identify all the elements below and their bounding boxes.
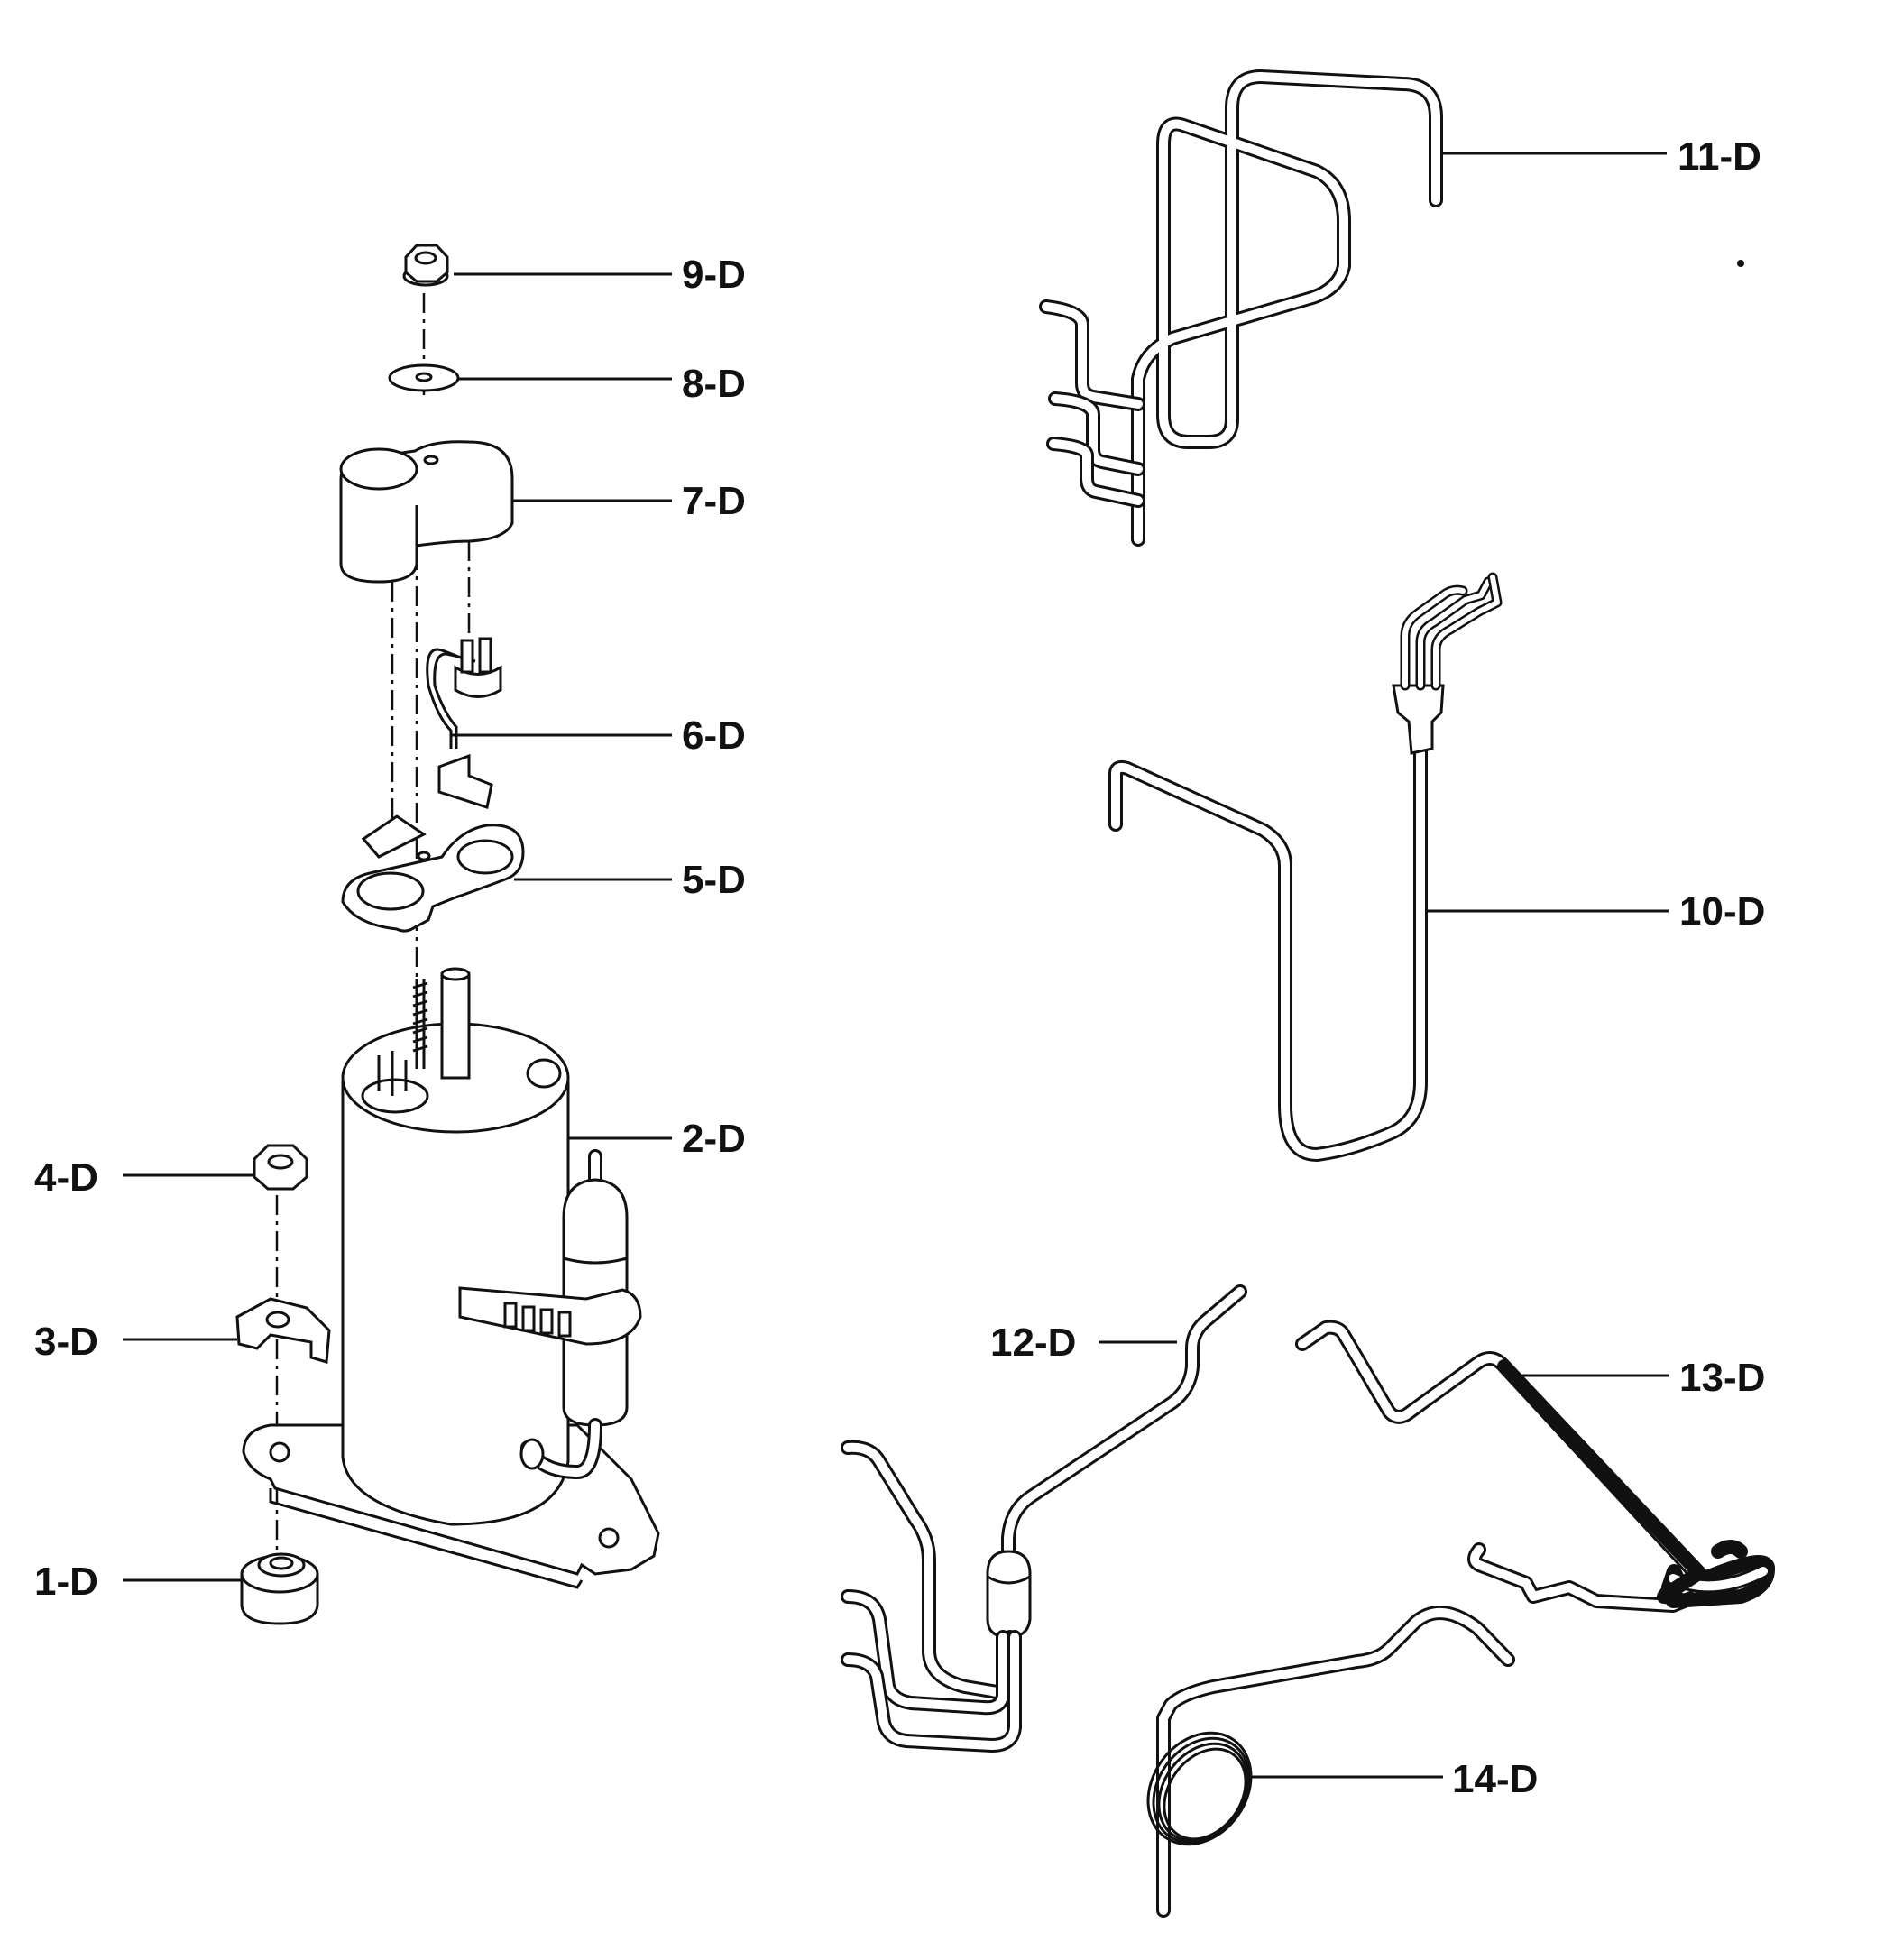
hex-nut-part bbox=[253, 1144, 308, 1191]
part-label-12: 12-D bbox=[990, 1320, 1076, 1365]
part-label-6: 6-D bbox=[682, 713, 746, 758]
part-label-14: 14-D bbox=[1452, 1757, 1538, 1801]
pipe-assembly-part-12 bbox=[841, 1284, 1247, 1753]
part-label-7: 7-D bbox=[682, 479, 746, 523]
part-label-8: 8-D bbox=[682, 362, 746, 406]
part-label-9: 9-D bbox=[682, 253, 746, 297]
washer-part bbox=[388, 363, 460, 392]
part-label-1: 1-D bbox=[34, 1560, 98, 1604]
part-label-2: 2-D bbox=[682, 1117, 746, 1161]
bracket-part bbox=[235, 1297, 331, 1364]
gasket-part bbox=[341, 814, 525, 933]
compressor-part bbox=[242, 967, 660, 1589]
part-label-4: 4-D bbox=[34, 1155, 98, 1200]
part-label-10: 10-D bbox=[1679, 889, 1765, 934]
part-label-11: 11-D bbox=[1678, 134, 1761, 179]
part-label-13: 13-D bbox=[1679, 1356, 1765, 1400]
rubber-grommet-part bbox=[240, 1552, 319, 1625]
flange-nut-part bbox=[402, 244, 449, 287]
pipe-assembly-part-11 bbox=[1039, 69, 1443, 547]
terminal-cover-part bbox=[339, 440, 514, 584]
part-label-3: 3-D bbox=[34, 1320, 98, 1364]
pipe-assembly-part-14 bbox=[1146, 1606, 1515, 1918]
stray-dot bbox=[1737, 260, 1744, 267]
pipe-assembly-part-10 bbox=[1108, 572, 1503, 1162]
part-label-5: 5-D bbox=[682, 858, 746, 902]
capillary-coil bbox=[1146, 1731, 1253, 1846]
overload-protector-part bbox=[426, 637, 502, 809]
pipe-assembly-part-13 bbox=[1295, 1320, 1775, 1613]
